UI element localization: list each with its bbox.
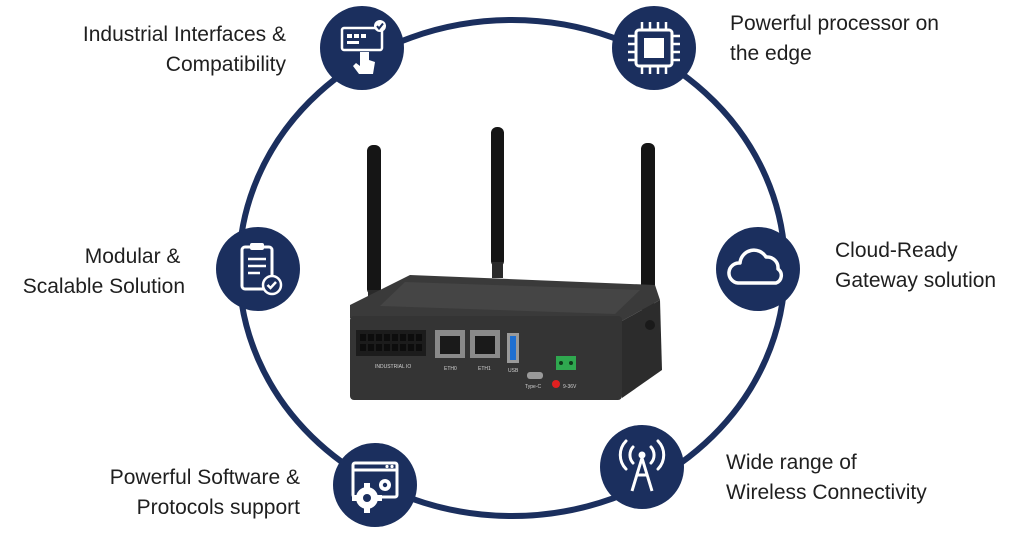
port-label-eth1: ETH1 [478, 366, 491, 372]
software-node [333, 443, 417, 527]
label-line: Compatibility [165, 53, 286, 76]
label-line: the edge [730, 42, 812, 65]
cpu-chip-icon [628, 22, 680, 74]
antenna-tower-icon [618, 439, 666, 492]
clipboard-check-icon [240, 243, 283, 296]
label-line: Protocols support [136, 496, 300, 519]
label-line: Gateway solution [835, 269, 997, 292]
label-line: Wireless Connectivity [726, 481, 927, 504]
cloud-node [716, 227, 800, 311]
processor-node [612, 6, 696, 90]
port-label-power: 9-36V [563, 384, 577, 390]
port-label-industrial-io: INDUSTRIAL IO [375, 364, 411, 370]
software-label: Powerful Software & Protocols support [110, 463, 300, 523]
processor-label: Powerful processor on the edge [730, 9, 939, 69]
port-label-usb: USB [508, 368, 519, 374]
label-line: Modular & [84, 245, 181, 268]
gateway-device [350, 127, 662, 400]
industrial-interfaces-label: Industrial Interfaces & Compatibility [83, 20, 286, 80]
antenna-middle [491, 127, 504, 278]
wireless-node [600, 425, 684, 509]
label-line: Powerful processor on [730, 12, 939, 35]
port-label-eth0: ETH0 [444, 366, 457, 372]
industrial-interfaces-node [320, 6, 404, 90]
label-line: Powerful Software & [109, 466, 300, 489]
modular-node [216, 227, 300, 311]
port-label-type-c: Type-C [525, 384, 542, 390]
label-line: Industrial Interfaces & [82, 23, 286, 46]
antenna-left [367, 145, 381, 308]
label-line: Cloud-Ready [835, 239, 958, 262]
wireless-label: Wide range of Wireless Connectivity [726, 448, 927, 508]
label-line: Scalable Solution [22, 275, 185, 298]
connecting-ring [236, 17, 788, 519]
software-gears-icon [351, 461, 399, 513]
label-line: Wide range of [726, 451, 857, 474]
cloud-label: Cloud-Ready Gateway solution [835, 236, 996, 296]
modular-label: Modular & Scalable Solution [23, 242, 185, 302]
touch-panel-icon [340, 20, 386, 74]
cloud-icon [727, 248, 783, 285]
